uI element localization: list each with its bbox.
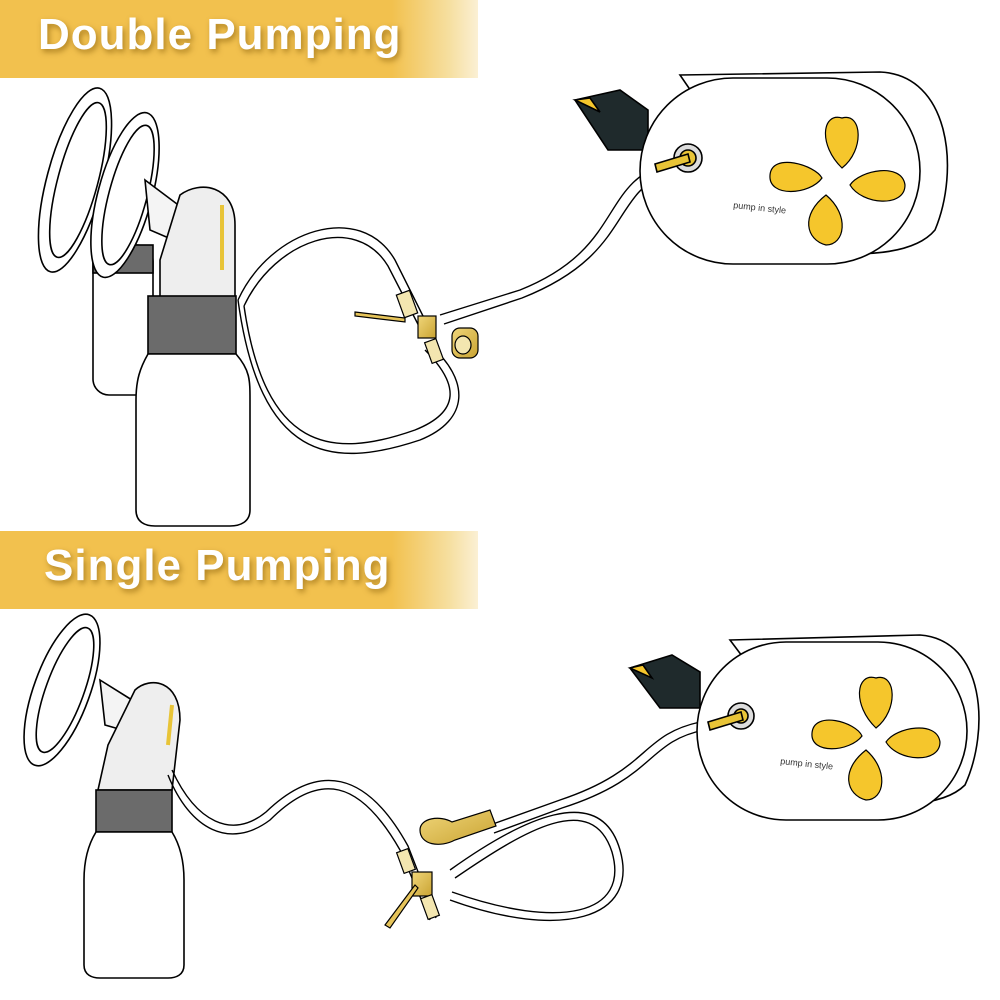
- minus-button[interactable]: [811, 719, 863, 750]
- plus-button[interactable]: [849, 170, 906, 202]
- single-pumping-title: Single Pumping: [44, 541, 391, 590]
- letdown-button[interactable]: [824, 116, 859, 169]
- single-pump-buttons: [811, 676, 941, 801]
- double-breast-shield-front: [90, 111, 251, 527]
- single-pumping-banner: Single Pumping: [0, 531, 478, 609]
- single-y-connector: [384, 809, 497, 929]
- double-pump-buttons: [769, 116, 906, 246]
- double-tubing: [237, 157, 691, 455]
- single-breast-pump: [23, 613, 185, 979]
- double-pumping-title: Double Pumping: [38, 10, 402, 59]
- power-button[interactable]: [848, 749, 883, 801]
- double-y-connector: [354, 289, 479, 365]
- double-pump-device: [572, 71, 949, 265]
- minus-button[interactable]: [769, 161, 823, 193]
- single-tubing: [167, 715, 731, 922]
- double-pumping-banner: Double Pumping: [0, 0, 478, 78]
- plus-button[interactable]: [885, 727, 941, 759]
- power-button[interactable]: [808, 194, 843, 246]
- letdown-button[interactable]: [858, 676, 893, 729]
